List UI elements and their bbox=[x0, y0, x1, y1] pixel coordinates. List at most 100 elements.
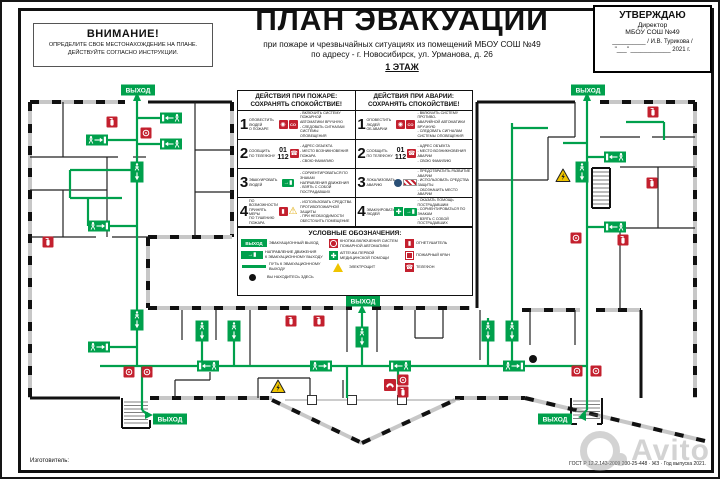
manufacturer-label: Изготовитель: bbox=[30, 458, 69, 464]
legend-item-you-are-here: ВЫ НАХОДИТЕСЬ ЗДЕСЬ bbox=[241, 274, 329, 282]
walls bbox=[28, 100, 706, 445]
legend-item-path: ПУТЬ К ЭВАКУАЦИОННОМУ ВЫХОДУ bbox=[241, 262, 329, 271]
fire-row-1: 1 ОПОВЕСТИТЬ ЛЮДЕЙ О ПОЖАРЕ ◉ СО - ВКЛЮЧ… bbox=[238, 111, 355, 140]
first-aid-icon: ✚ bbox=[394, 207, 404, 217]
approval-org: МБОУ СОШ №49 bbox=[625, 29, 680, 36]
plan-subtitle2: по адресу - г. Новосибирск, ул. Урманова… bbox=[311, 49, 493, 60]
hazard-tape-icon bbox=[403, 179, 417, 187]
legend-item-alarm-button: КНОПКА ВКЛЮЧЕНИЯ СИСТЕМ ПОЖАРНОЙ АВТОМАТ… bbox=[329, 239, 405, 249]
direction-sign-down bbox=[226, 319, 242, 343]
fire-hydrant-icon bbox=[405, 251, 414, 260]
emergency-alarm-icon: ◉ bbox=[396, 120, 405, 130]
phone-icon: ☎ bbox=[405, 263, 414, 272]
attention-box: ВНИМАНИЕ! ОПРЕДЕЛИТЕ СВОЕ МЕСТОНАХОЖДЕНИ… bbox=[33, 23, 213, 67]
direction-sign-left bbox=[197, 361, 219, 372]
exit-sign-label: ВЫХОД bbox=[351, 299, 376, 306]
evacuation-path-icon bbox=[242, 265, 266, 269]
direction-sign-left bbox=[604, 152, 626, 163]
legend-title: УСЛОВНЫЕ ОБОЗНАЧЕНИЯ: bbox=[308, 230, 402, 237]
fire-row-4: 4 ПО ВОЗМОЖНОСТИ ПРИНЯТЬ МЕРЫ ПО ТУШЕНИЮ… bbox=[239, 198, 352, 225]
you-are-here-icon bbox=[249, 274, 256, 282]
safety-icons bbox=[42, 106, 659, 398]
approval-title: УТВЕРЖДАЮ bbox=[619, 10, 686, 21]
exit-sign-icon: ВЫХОД bbox=[241, 239, 267, 247]
alarm-button-icon bbox=[141, 366, 153, 378]
path-arrow bbox=[583, 92, 591, 101]
plan-frame bbox=[18, 8, 714, 473]
speaker-system-icon: СО bbox=[406, 120, 415, 130]
direction-sign-left bbox=[160, 139, 182, 150]
alarm-button-icon bbox=[590, 365, 602, 377]
path-arrow bbox=[578, 413, 586, 421]
approval-date-line: "___" ____________ 2021 г. bbox=[614, 47, 691, 53]
exit-sign bbox=[538, 413, 572, 425]
emergency-row-4: 4 ЭВАКУИРОВАТЬ ЛЮДЕЙ ✚ →▮ - ОКАЗАТЬ ПОМО… bbox=[357, 197, 466, 226]
fire-extinguisher-icon bbox=[646, 177, 658, 189]
legend-item-exit: ВЫХОД ЭВАКУАЦИОННЫЙ ВЫХОД bbox=[241, 239, 329, 247]
you-are-here-dot bbox=[529, 355, 537, 363]
column bbox=[307, 395, 317, 405]
plan-subtitle1: при пожаре и чрезвычайных ситуациях из п… bbox=[263, 38, 541, 49]
fire-extinguisher-icon bbox=[647, 106, 659, 118]
direction-sign-down bbox=[504, 319, 520, 343]
plan-title: ПЛАН ЭВАКУАЦИИ bbox=[255, 4, 549, 37]
emergency-row-1: 1 ОПОВЕСТИТЬ ЛЮДЕЙ ОБ АВАРИИ ◉ СО - ВКЛЮ… bbox=[355, 111, 472, 140]
direction-sign-left bbox=[160, 113, 182, 124]
column bbox=[347, 395, 357, 405]
fire-row-3: 3 ЭВАКУИРОВАТЬ ЛЮДЕЙ →▮ - СОРИЕНТИРОВАТЬ… bbox=[238, 169, 355, 198]
direction-sign-down bbox=[129, 308, 145, 332]
alarm-button-icon bbox=[140, 127, 152, 139]
approval-signature-line: __________ / И.В. Турикова / bbox=[612, 39, 693, 45]
helmet-icon bbox=[394, 178, 402, 187]
direction-sign-left bbox=[389, 361, 411, 372]
approval-role: Директор bbox=[637, 22, 668, 29]
fire-actions-table: ДЕЙСТВИЯ ПРИ ПОЖАРЕ: СОХРАНЯТЬ СПОКОЙСТВ… bbox=[238, 91, 356, 226]
electric-panel-icon bbox=[555, 168, 571, 182]
first-aid-icon: ✚ bbox=[329, 251, 338, 261]
alarm-button-icon bbox=[123, 366, 135, 378]
fire-extinguisher-icon bbox=[617, 234, 629, 246]
exit-sign-label: ВЫХОД bbox=[543, 417, 568, 424]
direction-sign-right bbox=[502, 359, 526, 373]
direction-sign-down bbox=[480, 319, 496, 343]
approval-box: УТВЕРЖДАЮ Директор МБОУ СОШ №49 ________… bbox=[593, 5, 712, 73]
legend-item-first-aid: ✚ АПТЕЧКА ПЕРВОЙ МЕДИЦИНСКОЙ ПОМОЩИ bbox=[329, 251, 390, 261]
direction-sign-left bbox=[604, 222, 626, 233]
alarm-button-icon bbox=[397, 374, 409, 386]
window-wall bbox=[361, 398, 456, 445]
emergency-actions-header: ДЕЙСТВИЯ ПРИ АВАРИИ: СОХРАНЯТЬ СПОКОЙСТВ… bbox=[355, 91, 472, 111]
exit-sign bbox=[153, 413, 187, 425]
direction-sign-right bbox=[309, 359, 333, 373]
title-block: ПЛАН ЭВАКУАЦИИ при пожаре и чрезвычайных… bbox=[213, 5, 591, 72]
direction-sign-right bbox=[85, 133, 109, 147]
phone-number-112: 112 bbox=[277, 153, 289, 161]
exit-sign bbox=[121, 84, 155, 96]
phone-number-01: 01 bbox=[279, 146, 287, 154]
fire-extinguisher-icon: ▮ bbox=[278, 207, 288, 217]
fire-extinguisher-icon: ▮ bbox=[405, 239, 414, 248]
fire-extinguisher-icon bbox=[42, 236, 54, 248]
emergency-row-3: 3 ЛОКАЛИЗОВАТЬ АВАРИЮ - ПРЕДОТВРАТИТЬ РА… bbox=[355, 168, 472, 198]
attention-line1: ОПРЕДЕЛИТЕ СВОЕ МЕСТОНАХОЖДЕНИЕ НА ПЛАНЕ… bbox=[48, 42, 198, 48]
fire-extinguisher-icon bbox=[285, 315, 297, 327]
legend-item-phone: ☎ ТЕЛЕФОН bbox=[405, 263, 435, 272]
fire-extinguisher-icon bbox=[397, 386, 409, 398]
window-wall bbox=[524, 396, 706, 443]
attention-line2: ДЕЙСТВУЙТЕ СОГЛАСНО ИНСТРУКЦИИ. bbox=[67, 50, 179, 56]
fire-actions-header: ДЕЙСТВИЯ ПРИ ПОЖАРЕ: СОХРАНЯТЬ СПОКОЙСТВ… bbox=[238, 91, 355, 111]
alarm-button-icon bbox=[329, 239, 338, 249]
phone-icon: ☎ bbox=[289, 149, 299, 159]
exit-sign bbox=[571, 84, 605, 96]
phone-icon: ☎ bbox=[407, 149, 417, 159]
phone-icon bbox=[384, 379, 396, 391]
gost-label: ГОСТ Р 12.2.143-2009 200-25-448 · ЖЗ · Г… bbox=[569, 461, 706, 467]
emergency-actions-table: ДЕЙСТВИЯ ПРИ АВАРИИ: СОХРАНЯТЬ СПОКОЙСТВ… bbox=[355, 91, 472, 226]
warning-triangle-icon: ⚠ bbox=[288, 205, 298, 217]
exit-sign-label: ВЫХОД bbox=[158, 417, 183, 424]
direction-sign-down bbox=[354, 325, 370, 349]
